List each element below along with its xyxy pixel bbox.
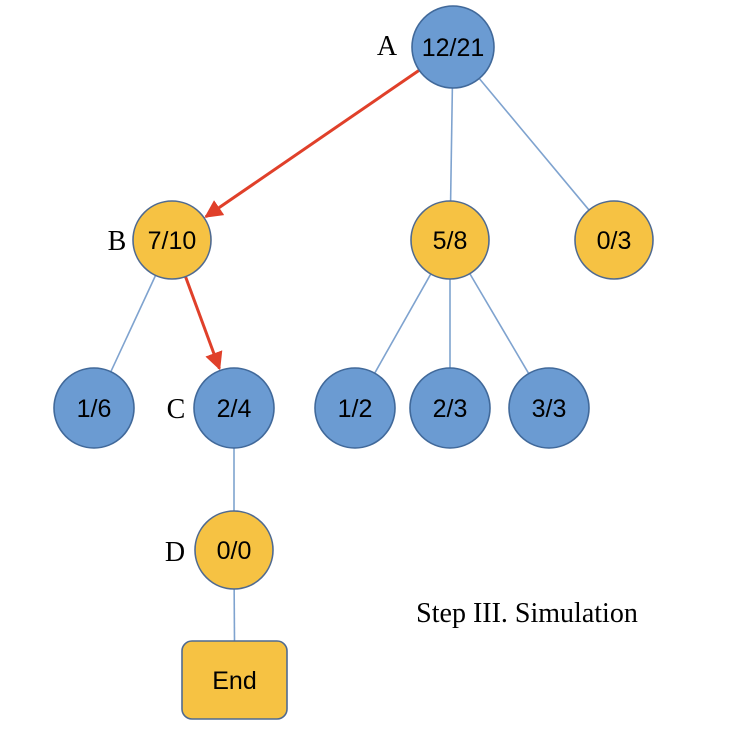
edge-b2-c3 (373, 273, 432, 374)
node-d: 0/0 D (165, 510, 274, 590)
node-shape-c (193, 367, 275, 449)
node-value-c5: 3/3 (532, 395, 567, 423)
node-shape-b2 (410, 200, 490, 280)
node-letter-b: B (108, 226, 127, 257)
node-shape-c1 (53, 367, 135, 449)
node-value-b3: 0/3 (597, 227, 632, 255)
node-value-c3: 1/2 (338, 395, 373, 423)
selection-arrow-b-c (184, 276, 223, 371)
node-c3: 1/2 (314, 367, 396, 449)
node-shape-c3 (314, 367, 396, 449)
node-c: 2/4 C (167, 367, 275, 449)
edge-b2-c5 (469, 273, 530, 374)
node-value-end: End (212, 667, 256, 695)
edges-layer (110, 68, 590, 642)
edge-b-c1 (110, 275, 157, 373)
node-c1: 1/6 (53, 367, 135, 449)
node-letter-d: D (165, 537, 185, 568)
node-shape-b3 (574, 200, 654, 280)
node-a: 12/21 A (377, 5, 495, 89)
node-shape-end (181, 640, 288, 720)
node-shape-a (411, 5, 495, 89)
node-c4: 2/3 (409, 367, 491, 449)
node-letter-a: A (377, 31, 398, 62)
node-value-c4: 2/3 (433, 395, 468, 423)
node-shape-b (132, 200, 212, 280)
edge-a-b2 (449, 87, 454, 202)
node-value-d: 0/0 (217, 537, 252, 565)
node-end: End (181, 640, 288, 720)
selection-arrow-a-b (204, 68, 421, 219)
node-value-c1: 1/6 (77, 395, 112, 423)
node-letter-c: C (167, 394, 186, 425)
node-b2: 5/8 (410, 200, 490, 280)
edge-a-b3 (478, 77, 590, 211)
node-shape-d (194, 510, 274, 590)
node-value-a: 12/21 (422, 34, 485, 62)
node-value-b2: 5/8 (433, 227, 468, 255)
node-c5: 3/3 (508, 367, 590, 449)
nodes-layer: 12/21 A 7/10 B 5/8 0/3 1/6 2/4 C 1/2 2/3 3/3 0/0 D End (53, 5, 654, 720)
caption: Step III. Simulation (416, 598, 638, 629)
node-b3: 0/3 (574, 200, 654, 280)
node-value-c: 2/4 (217, 395, 252, 423)
node-shape-c4 (409, 367, 491, 449)
node-value-b: 7/10 (148, 227, 197, 255)
node-b: 7/10 B (108, 200, 212, 280)
node-shape-c5 (508, 367, 590, 449)
